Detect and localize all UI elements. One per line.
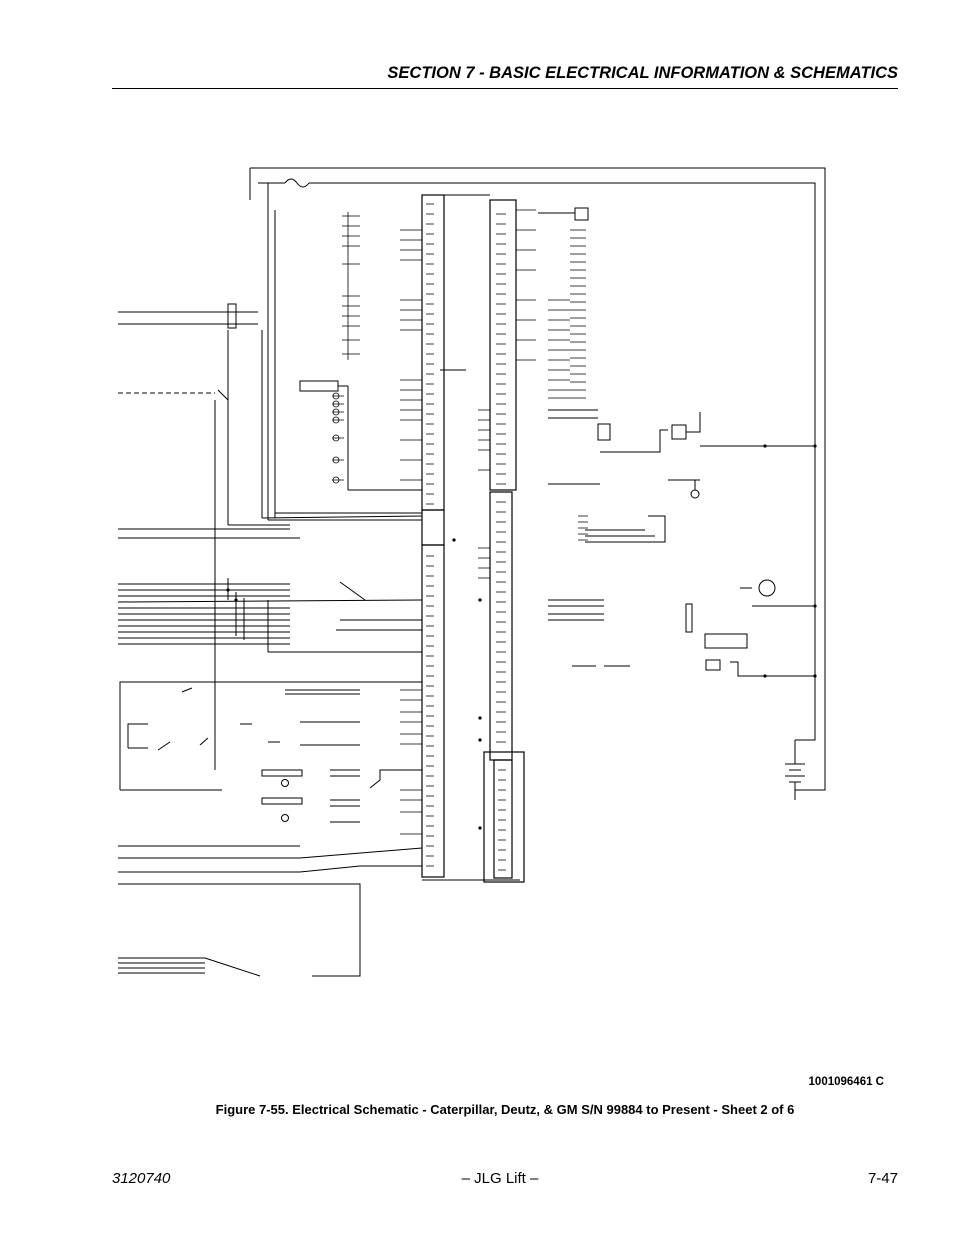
header-rule (112, 88, 898, 89)
figure-caption: Figure 7-55. Electrical Schematic - Cate… (215, 1102, 795, 1117)
mid-harness (117, 578, 423, 653)
junction-dots (226, 444, 817, 830)
drawing-number: 1001096461 C (808, 1076, 884, 1088)
connector-block-right (483, 199, 525, 883)
page-number: 7-47 (867, 1170, 898, 1187)
publisher-name: – JLG Lift – (461, 1170, 539, 1187)
battery-symbol (785, 740, 805, 800)
bottom-harness (118, 845, 423, 977)
schematic-frame (249, 167, 826, 791)
connector-pins (332, 203, 588, 871)
switch-panel (119, 681, 422, 823)
document-number: 3120740 (112, 1170, 171, 1187)
lamp-symbols (332, 392, 340, 484)
relay-cluster (299, 369, 466, 491)
left-harness (118, 183, 423, 770)
right-devices (538, 207, 815, 677)
connector-block-left (421, 194, 445, 878)
section-title: SECTION 7 - BASIC ELECTRICAL INFORMATION… (387, 64, 898, 82)
